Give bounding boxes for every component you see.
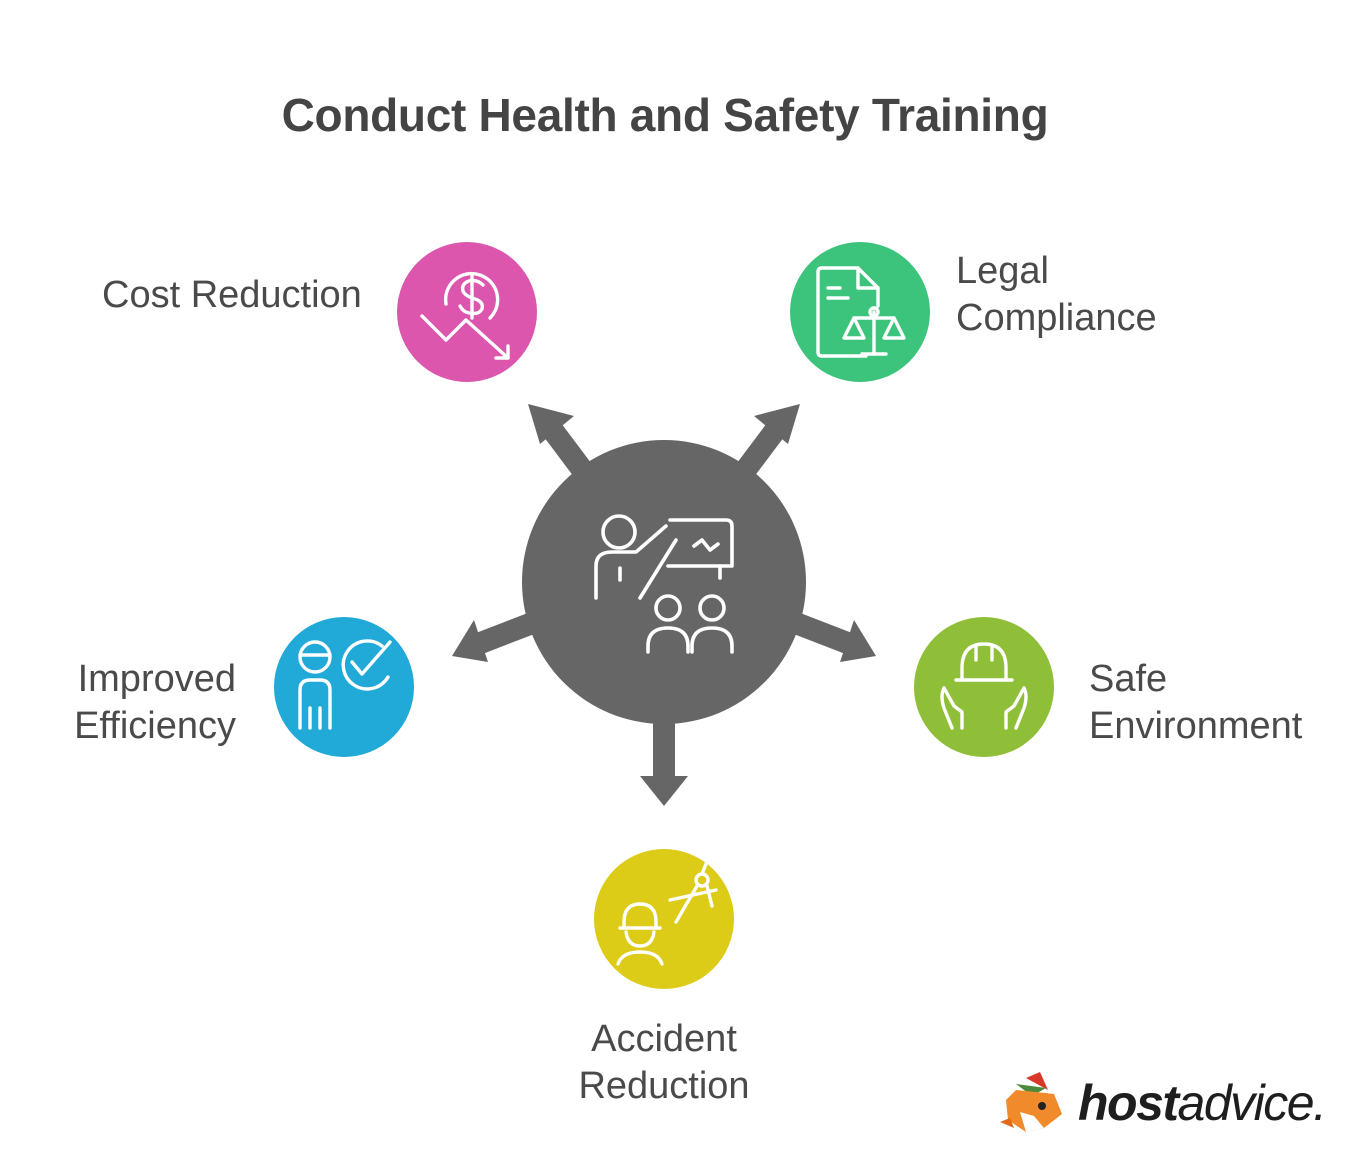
node-improved-efficiency — [274, 617, 414, 757]
hub-circle — [522, 440, 806, 724]
hands-hardhat-icon — [940, 642, 1028, 730]
label-legal-compliance: Legal Compliance — [956, 250, 1157, 339]
node-legal-compliance — [790, 242, 930, 382]
presenter-audience-icon — [594, 514, 734, 654]
worker-compass-icon — [616, 862, 718, 966]
label-safe-environment: Safe Environment — [1089, 658, 1303, 747]
brand-wordmark: hostadvice. — [1078, 1075, 1327, 1131]
arrow-to-safe-environment — [784, 609, 876, 662]
document-scales-icon — [816, 266, 906, 358]
hostadvice-logo: hostadvice. — [996, 1070, 1336, 1140]
node-cost-reduction — [397, 242, 537, 382]
dollar-down-trend-icon — [420, 271, 510, 360]
label-improved-efficiency: Improved Efficiency — [74, 658, 236, 747]
label-accident-reduction: Accident Reduction — [578, 1018, 750, 1107]
node-safe-environment — [914, 617, 1054, 757]
arrow-to-accident-reduction — [640, 710, 688, 806]
node-accident-reduction — [594, 849, 734, 989]
page-title: Conduct Health and Safety Training — [281, 89, 1049, 141]
fox-mascot-icon — [1000, 1072, 1062, 1132]
label-cost-reduction: Cost Reduction — [102, 274, 362, 316]
worker-check-icon — [298, 639, 392, 730]
arrow-to-improved-efficiency — [452, 609, 544, 662]
